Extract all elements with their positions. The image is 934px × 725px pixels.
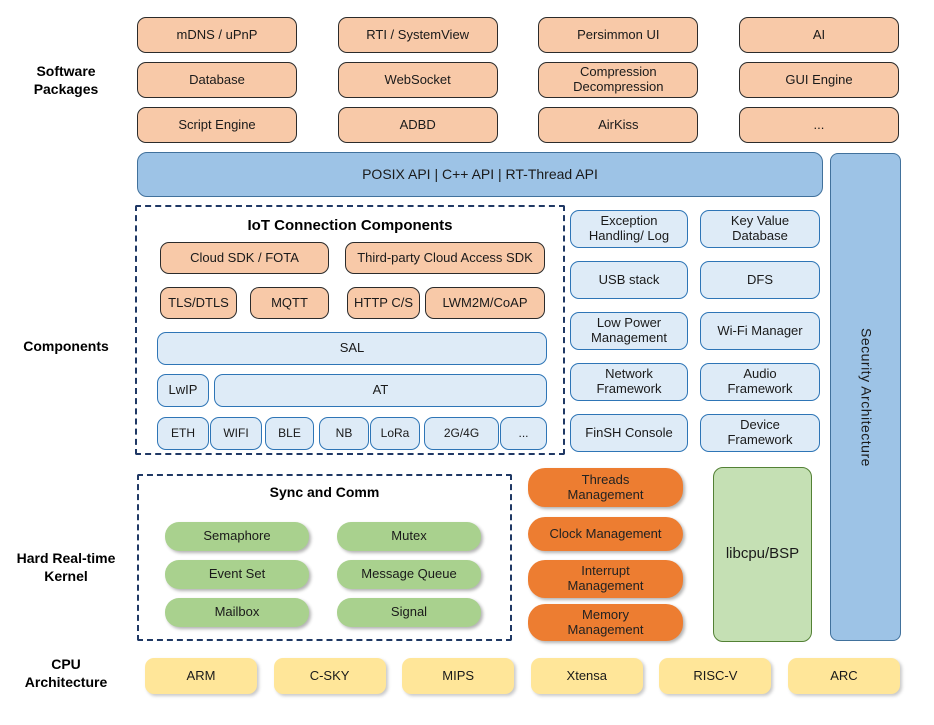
layer-label-components: Components bbox=[23, 338, 109, 354]
sync-box: Event Set bbox=[165, 560, 309, 589]
cpu-arch-box: RISC-V bbox=[659, 658, 772, 694]
layer-label-software-packages: Software Packages bbox=[33, 63, 99, 98]
software-package-box: mDNS / uPnP bbox=[137, 17, 297, 53]
link-box: NB bbox=[319, 417, 369, 450]
software-package-box: WebSocket bbox=[337, 62, 498, 98]
cpu-arch-box: ARM bbox=[145, 658, 257, 694]
component-box: Low Power Management bbox=[570, 312, 688, 350]
software-package-box: ADBD bbox=[337, 107, 498, 143]
service-components-grid: Exception Handling/ Log Key Value Databa… bbox=[570, 210, 820, 452]
lwip-box: LwIP bbox=[157, 374, 209, 407]
cpu-arch-box: Xtensa bbox=[530, 658, 643, 694]
component-box: Device Framework bbox=[700, 414, 820, 452]
link-box: BLE bbox=[265, 417, 314, 450]
component-box: FinSH Console bbox=[570, 414, 688, 452]
component-box: DFS bbox=[700, 261, 820, 299]
sync-box: Message Queue bbox=[337, 560, 481, 589]
link-box: ... bbox=[500, 417, 547, 450]
security-architecture-bar: Security Architecture bbox=[830, 153, 901, 641]
sync-box: Mailbox bbox=[165, 598, 309, 627]
software-package-box: Compression Decompression bbox=[538, 62, 699, 98]
iot-group-title: IoT Connection Components bbox=[247, 217, 453, 234]
sync-box: Mutex bbox=[337, 522, 481, 551]
cpu-arch-box: ARC bbox=[787, 658, 900, 694]
component-box: Exception Handling/ Log bbox=[570, 210, 688, 248]
software-package-box: ... bbox=[738, 107, 899, 143]
at-box: AT bbox=[214, 374, 547, 407]
link-box: ETH bbox=[157, 417, 209, 450]
management-box: Threads Management bbox=[528, 468, 683, 507]
component-box: Audio Framework bbox=[700, 363, 820, 401]
layer-label-cpu-architecture: CPU Architecture bbox=[24, 656, 108, 691]
software-package-box: GUI Engine bbox=[738, 62, 899, 98]
protocol-box: MQTT bbox=[250, 287, 329, 319]
component-box: Key Value Database bbox=[700, 210, 820, 248]
software-packages-grid: mDNS / uPnP RTI / SystemView Persimmon U… bbox=[137, 17, 899, 143]
protocol-box: LWM2M/CoAP bbox=[425, 287, 545, 319]
software-package-box: AirKiss bbox=[538, 107, 699, 143]
link-box: 2G/4G bbox=[424, 417, 499, 450]
management-box: Memory Management bbox=[528, 604, 683, 641]
sync-and-comm-group: Sync and Comm Semaphore Mutex Event Set … bbox=[137, 474, 512, 641]
link-box: WIFI bbox=[210, 417, 262, 450]
component-box: Network Framework bbox=[570, 363, 688, 401]
sync-grid: Semaphore Mutex Event Set Message Queue … bbox=[165, 522, 481, 627]
layer-label-kernel: Hard Real-time Kernel bbox=[16, 550, 116, 585]
software-package-box: AI bbox=[738, 17, 899, 53]
third-party-sdk-box: Third-party Cloud Access SDK bbox=[345, 242, 545, 274]
sal-box: SAL bbox=[157, 332, 547, 365]
software-package-box: Script Engine bbox=[137, 107, 297, 143]
cpu-architecture-row: ARM C-SKY MIPS Xtensa RISC-V ARC bbox=[145, 658, 900, 694]
cloud-sdk-box: Cloud SDK / FOTA bbox=[160, 242, 329, 274]
protocol-box: HTTP C/S bbox=[347, 287, 420, 319]
component-box: USB stack bbox=[570, 261, 688, 299]
protocol-box: TLS/DTLS bbox=[160, 287, 237, 319]
software-package-box: RTI / SystemView bbox=[337, 17, 498, 53]
link-box: LoRa bbox=[370, 417, 420, 450]
iot-connection-components-group: IoT Connection Components Cloud SDK / FO… bbox=[135, 205, 565, 455]
sync-box: Semaphore bbox=[165, 522, 309, 551]
cpu-arch-box: MIPS bbox=[402, 658, 515, 694]
management-box: Interrupt Management bbox=[528, 560, 683, 598]
api-layer-bar: POSIX API | C++ API | RT-Thread API bbox=[137, 152, 823, 197]
component-box: Wi-Fi Manager bbox=[700, 312, 820, 350]
cpu-arch-box: C-SKY bbox=[273, 658, 386, 694]
sync-box: Signal bbox=[337, 598, 481, 627]
libcpu-bsp-box: libcpu/BSP bbox=[713, 467, 812, 642]
management-box: Clock Management bbox=[528, 517, 683, 551]
software-package-box: Database bbox=[137, 62, 297, 98]
sync-group-title: Sync and Comm bbox=[269, 484, 380, 500]
software-package-box: Persimmon UI bbox=[538, 17, 699, 53]
